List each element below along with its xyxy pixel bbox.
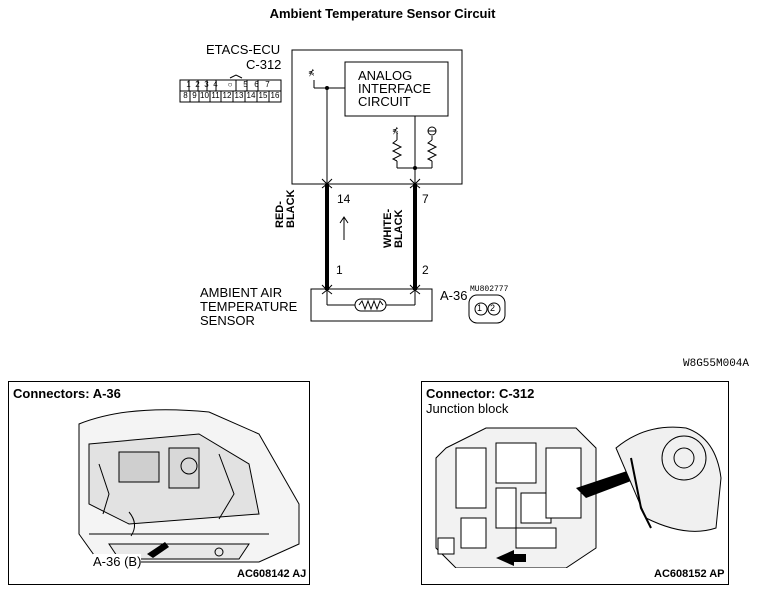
sensor-name-line-1: AMBIENT AIR: [200, 285, 283, 300]
pin-label: 5: [243, 80, 248, 89]
analog-interface-block: [344, 61, 449, 117]
pin-label: 11: [211, 91, 220, 100]
pin-label: 1: [186, 80, 191, 89]
pin-label-empty: ○: [227, 80, 233, 89]
ecu-connector-label: C-312: [246, 57, 282, 72]
junction-block-illustration: [435, 426, 722, 568]
panel-c312-title: Connector: C-312: [426, 386, 535, 401]
pin-label: 14: [246, 91, 256, 100]
svg-text:⋠: ⋠: [308, 68, 315, 77]
sensor-connector-label: A-36: [440, 288, 468, 303]
wire-color-white-black: WHITE- BLACK: [382, 208, 405, 248]
analog-interface-line-2: INTERFACE: [358, 81, 431, 96]
pin-label: 2: [195, 80, 200, 89]
pin-label: 13: [234, 91, 244, 100]
ecu-connector-face: [179, 74, 282, 103]
pin-label: 4: [213, 80, 218, 89]
sensor-connector-face: [468, 294, 506, 324]
pin-label: 15: [258, 91, 268, 100]
sensor-name-line-3: SENSOR: [200, 313, 255, 328]
wire-color-red-black: RED- BLACK: [274, 189, 297, 229]
sensor-pin-label-2: 2: [490, 303, 496, 313]
panel-a36-title: Connectors: A-36: [13, 386, 121, 401]
sensor-part-number: MU802777: [470, 285, 509, 294]
panel-c312-subtitle: Junction block: [426, 401, 509, 416]
panel-connector-a36: Connectors: A-36 A-36 (B) AC608142 AJ: [8, 381, 310, 585]
pin-label: 12: [222, 91, 232, 100]
figure-code: W8G55M004A: [683, 358, 750, 370]
sensor-pin-2: 2: [422, 263, 429, 277]
thermistor-symbol: [354, 298, 387, 312]
diagram-title: Ambient Temperature Sensor Circuit: [269, 6, 496, 21]
ecu-pin-7: 7: [422, 192, 429, 206]
svg-text:⋠: ⋠: [392, 126, 399, 135]
analog-interface-line-3: CIRCUIT: [358, 94, 411, 109]
panel-a36-callout: A-36 (B): [93, 554, 142, 569]
ecu-box: [291, 49, 463, 185]
pin-label: 3: [204, 80, 209, 89]
pin-label: 6: [254, 80, 259, 89]
engine-bay-illustration: [78, 409, 300, 563]
pin-label: 16: [270, 91, 280, 100]
ecu-pins-row-bottom: 8 9 10 11 12 13 14 15 16: [181, 91, 281, 100]
pin-label: 8: [183, 91, 188, 100]
arrow-icon: [496, 550, 526, 566]
sensor-pin-1: 1: [336, 263, 343, 277]
circuit-diagram: ⋠ ⋠: [179, 49, 506, 324]
ecu-pin-14: 14: [337, 192, 351, 206]
arrow-icon: [147, 542, 169, 558]
sensor-pin-label-1: 1: [477, 303, 483, 313]
sensor-name-line-2: TEMPERATURE: [200, 299, 298, 314]
pin-label: 10: [200, 91, 209, 100]
panel-a36-code: AC608142 AJ: [237, 568, 307, 580]
pin-label: 7: [265, 80, 270, 89]
analog-interface-line-1: ANALOG: [358, 68, 413, 83]
sensor-box: [310, 288, 433, 322]
ecu-name: ETACS-ECU: [206, 42, 281, 57]
ecu-pins-row-top: 1 2 3 4 ○ 5 6 7: [184, 80, 281, 89]
panel-connector-c312: Connector: C-312 Junction block AC608152…: [421, 381, 729, 585]
panel-c312-code: AC608152 AP: [654, 568, 725, 580]
pin-label: 9: [192, 91, 197, 100]
